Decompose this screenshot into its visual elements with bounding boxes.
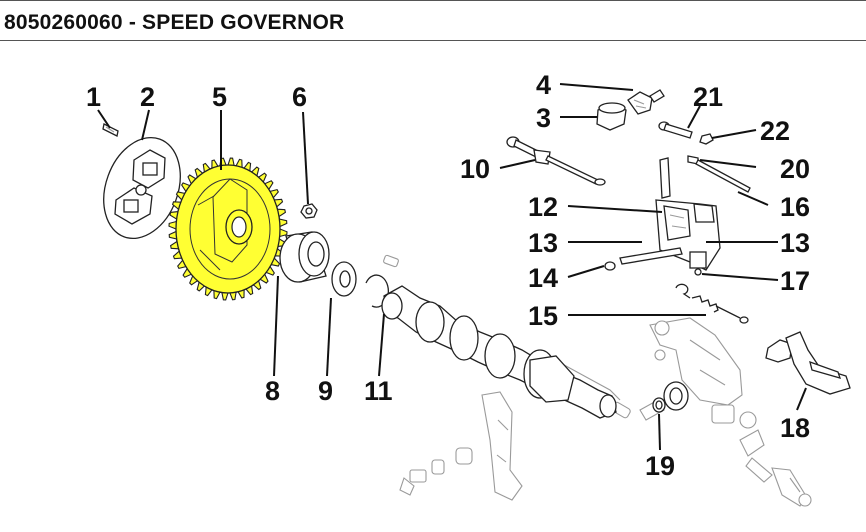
- part-washer-9: [331, 261, 357, 297]
- part-fork-lever-18: [765, 331, 851, 395]
- callout-15: 15: [528, 301, 558, 331]
- part-hook-17: [675, 268, 702, 299]
- callout-3: 3: [536, 103, 551, 133]
- leader-lines: [97, 83, 807, 451]
- part-governor-plate-2: [103, 136, 181, 240]
- callout-2: 2: [140, 82, 155, 112]
- part-gear-5-highlighted: [168, 157, 288, 301]
- callout-12: 12: [528, 192, 558, 222]
- part-snap-ring: [365, 274, 389, 308]
- part-camshaft-11: [381, 285, 617, 419]
- callout-20: 20: [780, 154, 810, 184]
- part-washer-14: [604, 261, 616, 271]
- callout-22: 22: [760, 116, 790, 146]
- callout-labels: 1 2 3 4 5 6 8 9 10 11 12 13 13 14 15 16 …: [86, 70, 810, 481]
- part-lever-assembly-12-13: [619, 157, 721, 271]
- part-pin-21: [658, 121, 693, 139]
- callout-13-right: 13: [780, 228, 810, 258]
- callout-5: 5: [212, 82, 227, 112]
- callout-9: 9: [318, 376, 333, 406]
- callout-18: 18: [780, 413, 810, 443]
- callout-13-left: 13: [528, 228, 558, 258]
- part-plug-4: [627, 89, 665, 115]
- part-screw-1: [102, 123, 119, 137]
- callout-17: 17: [780, 266, 810, 296]
- part-nut-6: [300, 203, 318, 219]
- callout-6: 6: [292, 82, 307, 112]
- callout-19: 19: [645, 451, 675, 481]
- callout-1: 1: [86, 82, 101, 112]
- part-spring-15: [691, 295, 749, 324]
- part-lever-rod-10: [506, 136, 606, 186]
- part-spacer-8: [279, 231, 330, 283]
- callout-11: 11: [364, 376, 393, 406]
- title-bar: 8050260060 - SPEED GOVERNOR: [0, 0, 866, 41]
- callout-14: 14: [528, 263, 558, 293]
- part-bush-3: [596, 102, 627, 131]
- callout-16: 16: [780, 192, 810, 222]
- background-ghost-parts: [383, 254, 812, 507]
- page-title: 8050260060 - SPEED GOVERNOR: [4, 11, 345, 34]
- part-seal-19: [652, 381, 689, 413]
- callout-4: 4: [536, 70, 551, 100]
- part-rod-20: [687, 155, 751, 193]
- callout-21: 21: [693, 82, 723, 112]
- callout-10: 10: [460, 154, 490, 184]
- callout-8: 8: [265, 376, 280, 406]
- part-nut-22: [699, 133, 714, 145]
